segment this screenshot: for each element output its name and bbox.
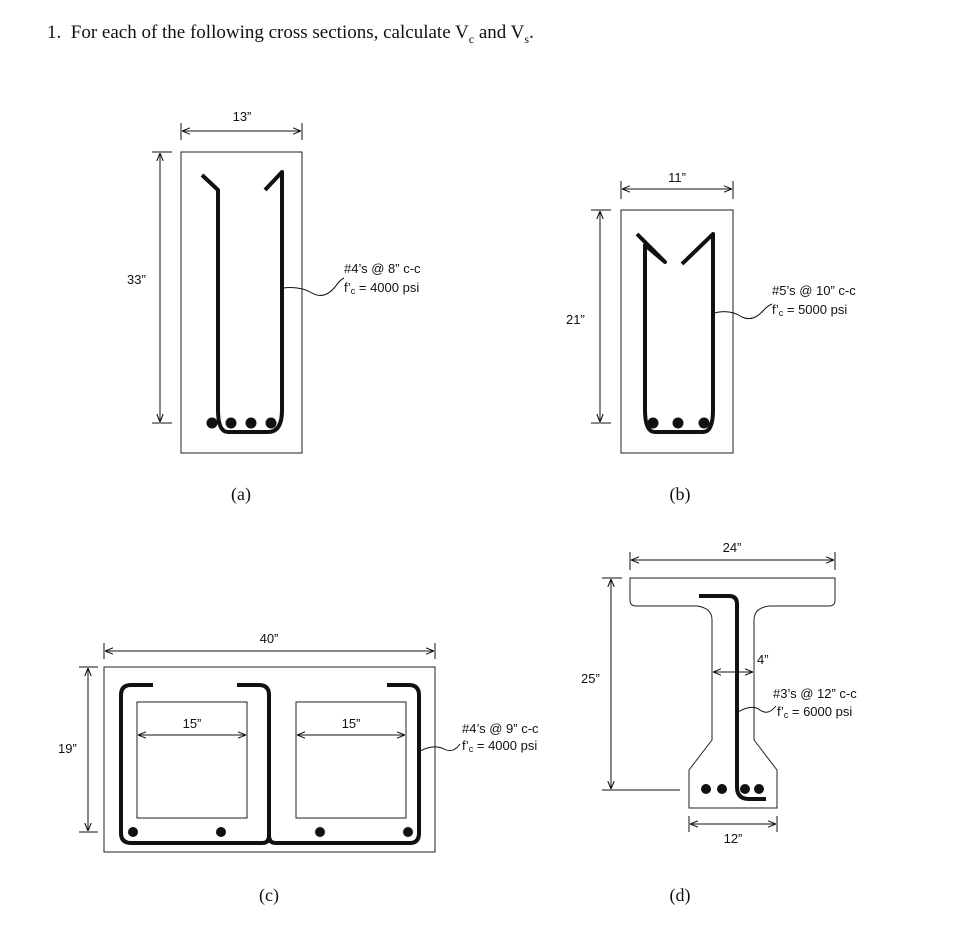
section-d-stirrup-label: #3’s @ 12” c-c [773, 686, 857, 701]
question-body: For each of the following cross sections… [70, 22, 469, 43]
question-number: 1. [47, 22, 62, 43]
section-a-outline [180, 151, 303, 454]
section-c-void-left [136, 701, 248, 819]
section-c-caption: (c) [259, 885, 279, 906]
section-a-stirrup [200, 170, 284, 434]
section-d-web-label: 4” [757, 652, 769, 667]
section-b-rebar [647, 417, 659, 429]
section-d-caption: (d) [670, 885, 691, 906]
vc-subscript: c [468, 31, 475, 46]
section-a-caption: (a) [231, 484, 251, 505]
question-end: . [529, 22, 534, 43]
section-c-fc-label: f’c = 4000 psi [462, 738, 537, 754]
section-b-stirrup [635, 232, 715, 434]
section-b-outline [620, 209, 734, 454]
section-d-height-label: 25” [581, 671, 600, 686]
section-c-rebar [128, 827, 138, 837]
section-c-void-right-label: 15” [342, 716, 361, 731]
section-c-rebar [315, 827, 325, 837]
section-b-width-label: 11” [668, 170, 686, 185]
section-b-caption: (b) [670, 484, 691, 505]
section-d-rebar [717, 784, 727, 794]
section-d-outline [629, 577, 836, 809]
section-a: 13” 33” #4’s @ 8” c-c f’c = 4000 psi (a) [127, 109, 421, 505]
section-c-stirrup-label: #4’s @ 9” c-c [462, 721, 539, 736]
section-b-rebar [698, 417, 710, 429]
section-d-rebar [701, 784, 711, 794]
section-b-leader [713, 303, 773, 320]
section-b-height-label: 21” [566, 312, 585, 327]
section-a-leader [282, 277, 345, 296]
section-b-stirrup-label: #5’s @ 10” c-c [772, 283, 856, 298]
section-c-height-label: 19” [58, 741, 77, 756]
section-c-leader [419, 743, 461, 752]
section-a-rebar [265, 417, 277, 429]
section-c-width-label: 40” [260, 631, 279, 646]
section-c-stirrup-left [119, 683, 271, 845]
section-c: 40” 19” 15” 15” #4’s @ 9” c-c f’c = 4000… [58, 631, 539, 906]
section-d-bottom-label: 12” [724, 831, 743, 846]
section-a-stirrup-label: #4’s @ 8” c-c [344, 261, 421, 276]
section-c-rebar [403, 827, 413, 837]
section-c-stirrup-right [267, 683, 421, 845]
section-b-fc-label: f’c = 5000 psi [772, 302, 847, 318]
section-c-void-left-label: 15” [183, 716, 202, 731]
question-text: 1. For each of the following cross secti… [47, 22, 534, 47]
section-d: 24” 25” 4” 12” #3’s @ 12” c-c f’c = 6000… [581, 540, 857, 906]
section-c-void-right [295, 701, 407, 819]
section-b: 11” 21” #5’s @ 10” c-c f’c = 5000 psi (b… [566, 170, 856, 505]
section-c-outline [103, 666, 436, 853]
vs-subscript: s [524, 31, 530, 46]
section-a-fc-label: f’c = 4000 psi [344, 280, 419, 296]
section-d-rebar [740, 784, 750, 794]
question-mid: and V [474, 22, 525, 43]
section-a-rebar [245, 417, 257, 429]
section-a-rebar [225, 417, 237, 429]
section-d-fc-label: f’c = 6000 psi [777, 704, 852, 720]
section-c-rebar [216, 827, 226, 837]
section-a-rebar [206, 417, 218, 429]
section-a-width-label: 13” [233, 109, 252, 124]
section-d-stirrup [699, 594, 766, 801]
section-d-rebar [754, 784, 764, 794]
section-a-height-label: 33” [127, 272, 146, 287]
section-d-leader [737, 705, 777, 713]
section-b-rebar [672, 417, 684, 429]
section-d-width-label: 24” [723, 540, 742, 555]
